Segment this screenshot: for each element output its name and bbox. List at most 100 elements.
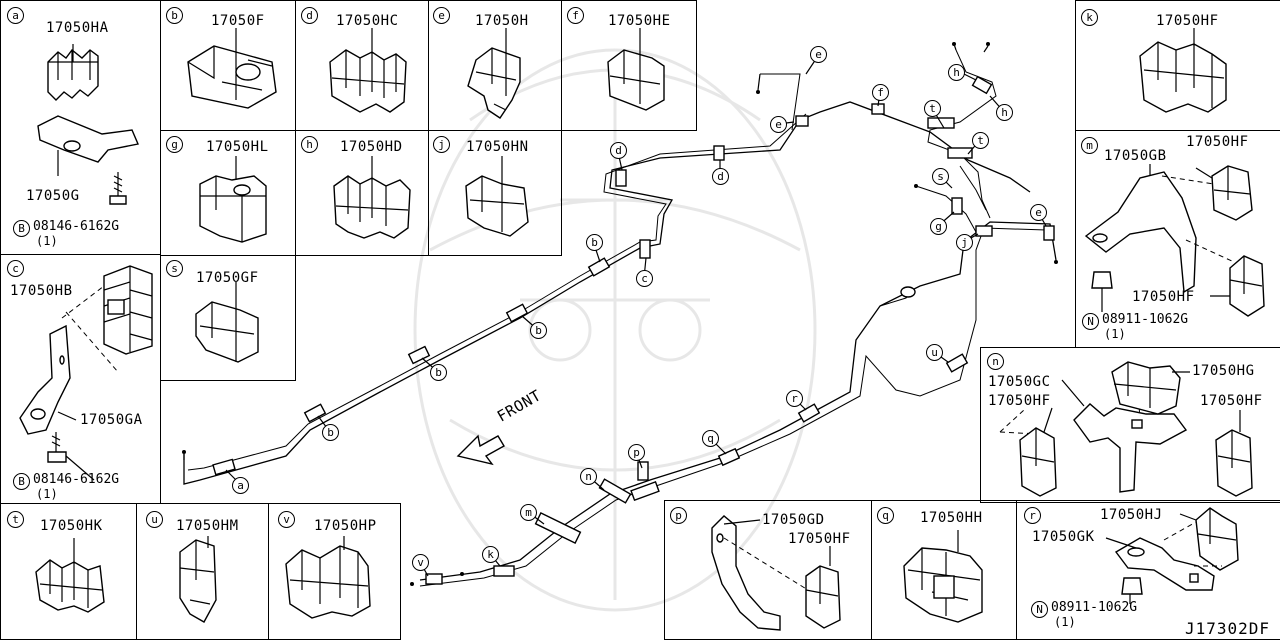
clip-17050hf-drawing-m1 [1211,165,1253,221]
callout-d: d [712,168,729,185]
callout-f: f [872,84,889,101]
part-number-17050hk: 17050HK [40,518,103,534]
part-number-17050gd: 17050GD [762,512,825,528]
callout-a: a [232,477,249,494]
part-number-17050hn: 17050HN [466,139,529,155]
nut-prefix-n-m: N [1082,313,1099,330]
part-number-17050ha: 17050HA [46,20,109,36]
callout-e: e [1030,204,1047,221]
callout-c: c [636,270,653,287]
clip-17050hl-drawing [199,175,267,243]
part-number-17050f: 17050F [211,13,265,29]
callout-e: e [770,116,787,133]
pipe-clip-markers [212,75,1055,585]
bolt-prefix-b: B [13,220,30,237]
bolt-drawing [109,172,127,205]
panel-tag-j: j [433,136,450,153]
panel-tag-n: n [987,353,1004,370]
callout-r: r [786,390,803,407]
part-number-17050hg: 17050HG [1192,363,1255,379]
part-number-17050hf-n2: 17050HF [1200,393,1263,409]
part-number-17050hc: 17050HC [336,13,399,29]
clip-17050hg-drawing [1111,361,1181,415]
callout-t: t [972,132,989,149]
clip-17050hj-drawing [1195,507,1239,571]
bracket-17050ga-drawing [19,324,71,435]
part-number-17050g: 17050G [26,188,80,204]
part-number-17050hm: 17050HM [176,518,239,534]
clip-17050hb-drawing [103,265,153,355]
part-number-17050hp: 17050HP [314,518,377,534]
bracket-17050g-drawing [37,115,139,176]
bolt-qty-c: (1) [36,487,58,501]
nut-qty-m: (1) [1104,327,1126,341]
bracket-17050gb-drawing [1084,171,1197,294]
panel-f [561,0,697,131]
clip-17050hf-drawing-n1 [1019,427,1057,497]
bracket-17050gc-drawing [1073,403,1188,493]
bolt-drawing-c [47,432,67,463]
part-number-17050gf: 17050GF [196,270,259,286]
clip-17050h-drawing [467,47,521,119]
callout-b: b [322,424,339,441]
callout-s: s [932,168,949,185]
panel-tag-m: m [1081,137,1098,154]
callout-n: n [580,468,597,485]
panel-n [980,347,1280,503]
callout-v: v [412,554,429,571]
callout-t: t [924,100,941,117]
clip-17050hd-drawing [333,175,411,239]
callout-e: e [810,46,827,63]
nut-number-r: 08911-1062G [1051,600,1138,615]
clip-17050he-drawing [607,49,665,111]
part-number-17050hf-k: 17050HF [1156,13,1219,29]
part-number-17050hl: 17050HL [206,139,269,155]
callout-b: b [430,364,447,381]
callout-u: u [926,344,943,361]
panel-tag-k: k [1081,9,1098,26]
part-number-17050hf-m2: 17050HF [1132,289,1195,305]
panel-tag-d: d [301,7,318,24]
callout-j: j [956,234,973,251]
bolt-number-a: 08146-6162G [33,219,120,234]
clip-17050hk-drawing [35,559,105,613]
panel-tag-c: c [7,260,24,277]
nut-prefix-n-r: N [1031,601,1048,618]
part-number-17050hf-p: 17050HF [788,531,851,547]
part-number-17050gb: 17050GB [1104,148,1167,164]
nut-drawing-m [1091,271,1113,312]
callout-k: k [482,546,499,563]
part-number-17050ga: 17050GA [80,412,143,428]
part-number-17050hf-n1: 17050HF [988,393,1051,409]
part-number-17050hd: 17050HD [340,139,403,155]
panel-tag-v: v [278,511,295,528]
part-number-17050hh: 17050HH [920,510,983,526]
callout-b: b [586,234,603,251]
callout-m: m [520,504,537,521]
callout-h: h [948,64,965,81]
clip-17050f-drawing [187,45,277,109]
callout-b: b [530,322,547,339]
clip-17050ha-drawing [47,49,99,101]
callout-p: p [628,444,645,461]
fuel-pipe-assembly [182,42,1058,587]
watermark-emblem [413,48,817,612]
clip-17050hc-drawing [329,49,407,113]
clip-17050hm-drawing [179,539,217,623]
panel-tag-s: s [166,260,183,277]
panel-tag-g: g [166,136,183,153]
callout-q: q [702,430,719,447]
clip-17050hf-drawing-k [1139,41,1227,113]
part-number-17050gc: 17050GC [988,374,1051,390]
bracket-17050gk-drawing [1114,537,1215,591]
callout-d: d [610,142,627,159]
panel-tag-u: u [146,511,163,528]
panel-tag-r: r [1024,507,1041,524]
callout-h: h [996,104,1013,121]
clip-17050hf-drawing-n2 [1215,429,1253,497]
panel-tag-e: e [433,7,450,24]
bolt-prefix-b-c: B [13,473,30,490]
part-number-17050hf-m1: 17050HF [1186,134,1249,150]
nut-number-m: 08911-1062G [1102,312,1189,327]
